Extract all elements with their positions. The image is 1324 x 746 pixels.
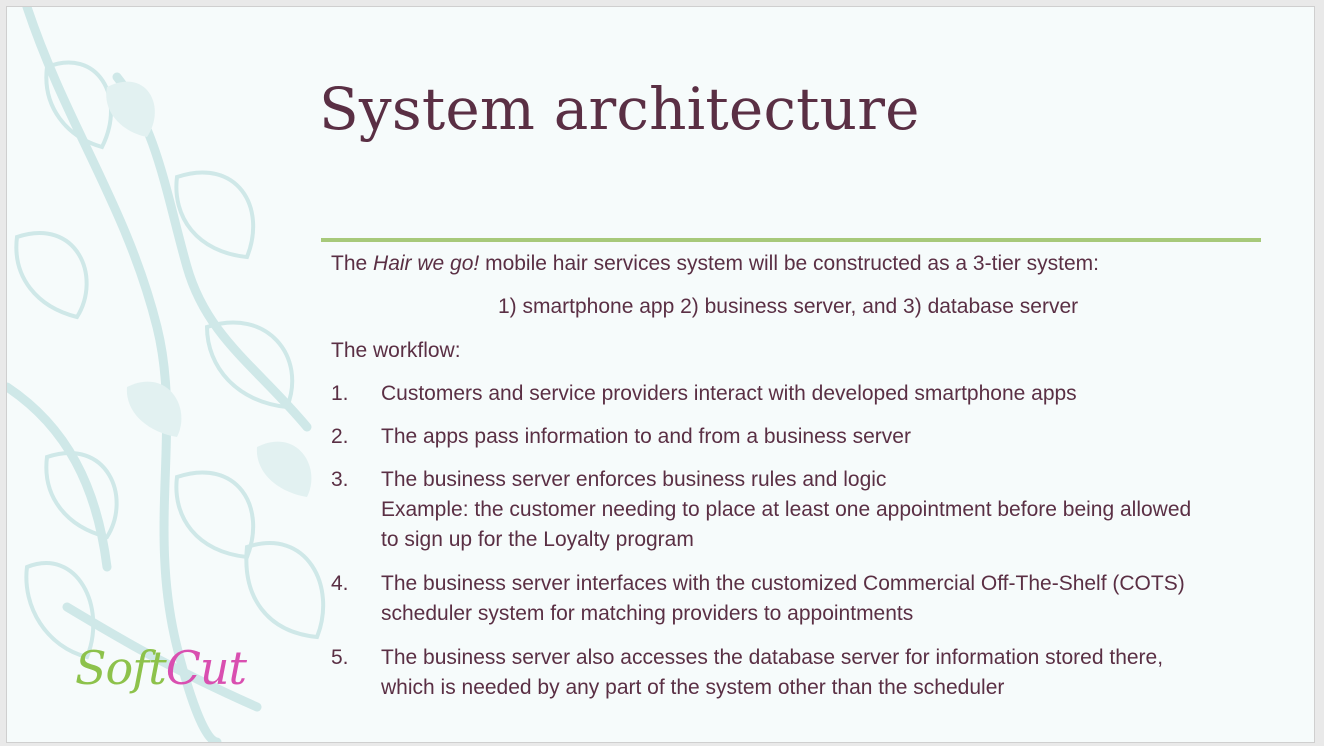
logo-part-cut: Cut (165, 641, 247, 695)
workflow-step: 1. Customers and service providers inter… (331, 379, 1311, 409)
slide-title: System architecture (319, 75, 920, 143)
step-text: The business server enforces business ru… (381, 468, 887, 491)
slide: System architecture The Hair we go! mobi… (6, 6, 1315, 743)
logo-part-soft: Soft (75, 641, 167, 695)
step-text: Customers and service providers interact… (381, 382, 1077, 405)
step-text: The business server interfaces with the … (381, 572, 1185, 595)
tiers-line: 1) smartphone app 2) business server, an… (498, 295, 1079, 318)
step-text-continued: which is needed by any part of the syste… (381, 676, 1005, 699)
step-text: The business server also accesses the da… (381, 646, 1164, 669)
workflow-label: The workflow: (331, 339, 461, 362)
intro-before: The (331, 252, 374, 275)
step-example-text: Example: the customer needing to place a… (381, 498, 1192, 521)
workflow-step: 2. The apps pass information to and from… (331, 422, 1311, 452)
softcut-logo: SoftCut (75, 641, 247, 695)
slide-body: The Hair we go! mobile hair services sys… (331, 249, 1311, 703)
intro-emphasis: Hair we go! (373, 252, 480, 275)
step-number: 4. (331, 572, 349, 595)
intro-after: mobile hair services system will be cons… (479, 252, 1099, 275)
title-divider (321, 238, 1261, 242)
step-text-continued: scheduler system for matching providers … (381, 602, 914, 625)
workflow-steps-list: 1. Customers and service providers inter… (331, 379, 1311, 703)
step-number: 2. (331, 425, 349, 448)
step-text: The apps pass information to and from a … (381, 425, 911, 448)
step-number: 1. (331, 382, 349, 405)
leaf-vine-decoration-icon (7, 7, 326, 742)
step-number: 5. (331, 646, 349, 669)
workflow-step: 3. The business server enforces business… (331, 465, 1311, 555)
step-number: 3. (331, 468, 349, 491)
intro-paragraph: The Hair we go! mobile hair services sys… (331, 249, 1311, 279)
workflow-step: 5. The business server also accesses the… (331, 643, 1311, 703)
workflow-step: 4. The business server interfaces with t… (331, 569, 1311, 629)
step-example-text-continued: to sign up for the Loyalty program (381, 528, 694, 551)
